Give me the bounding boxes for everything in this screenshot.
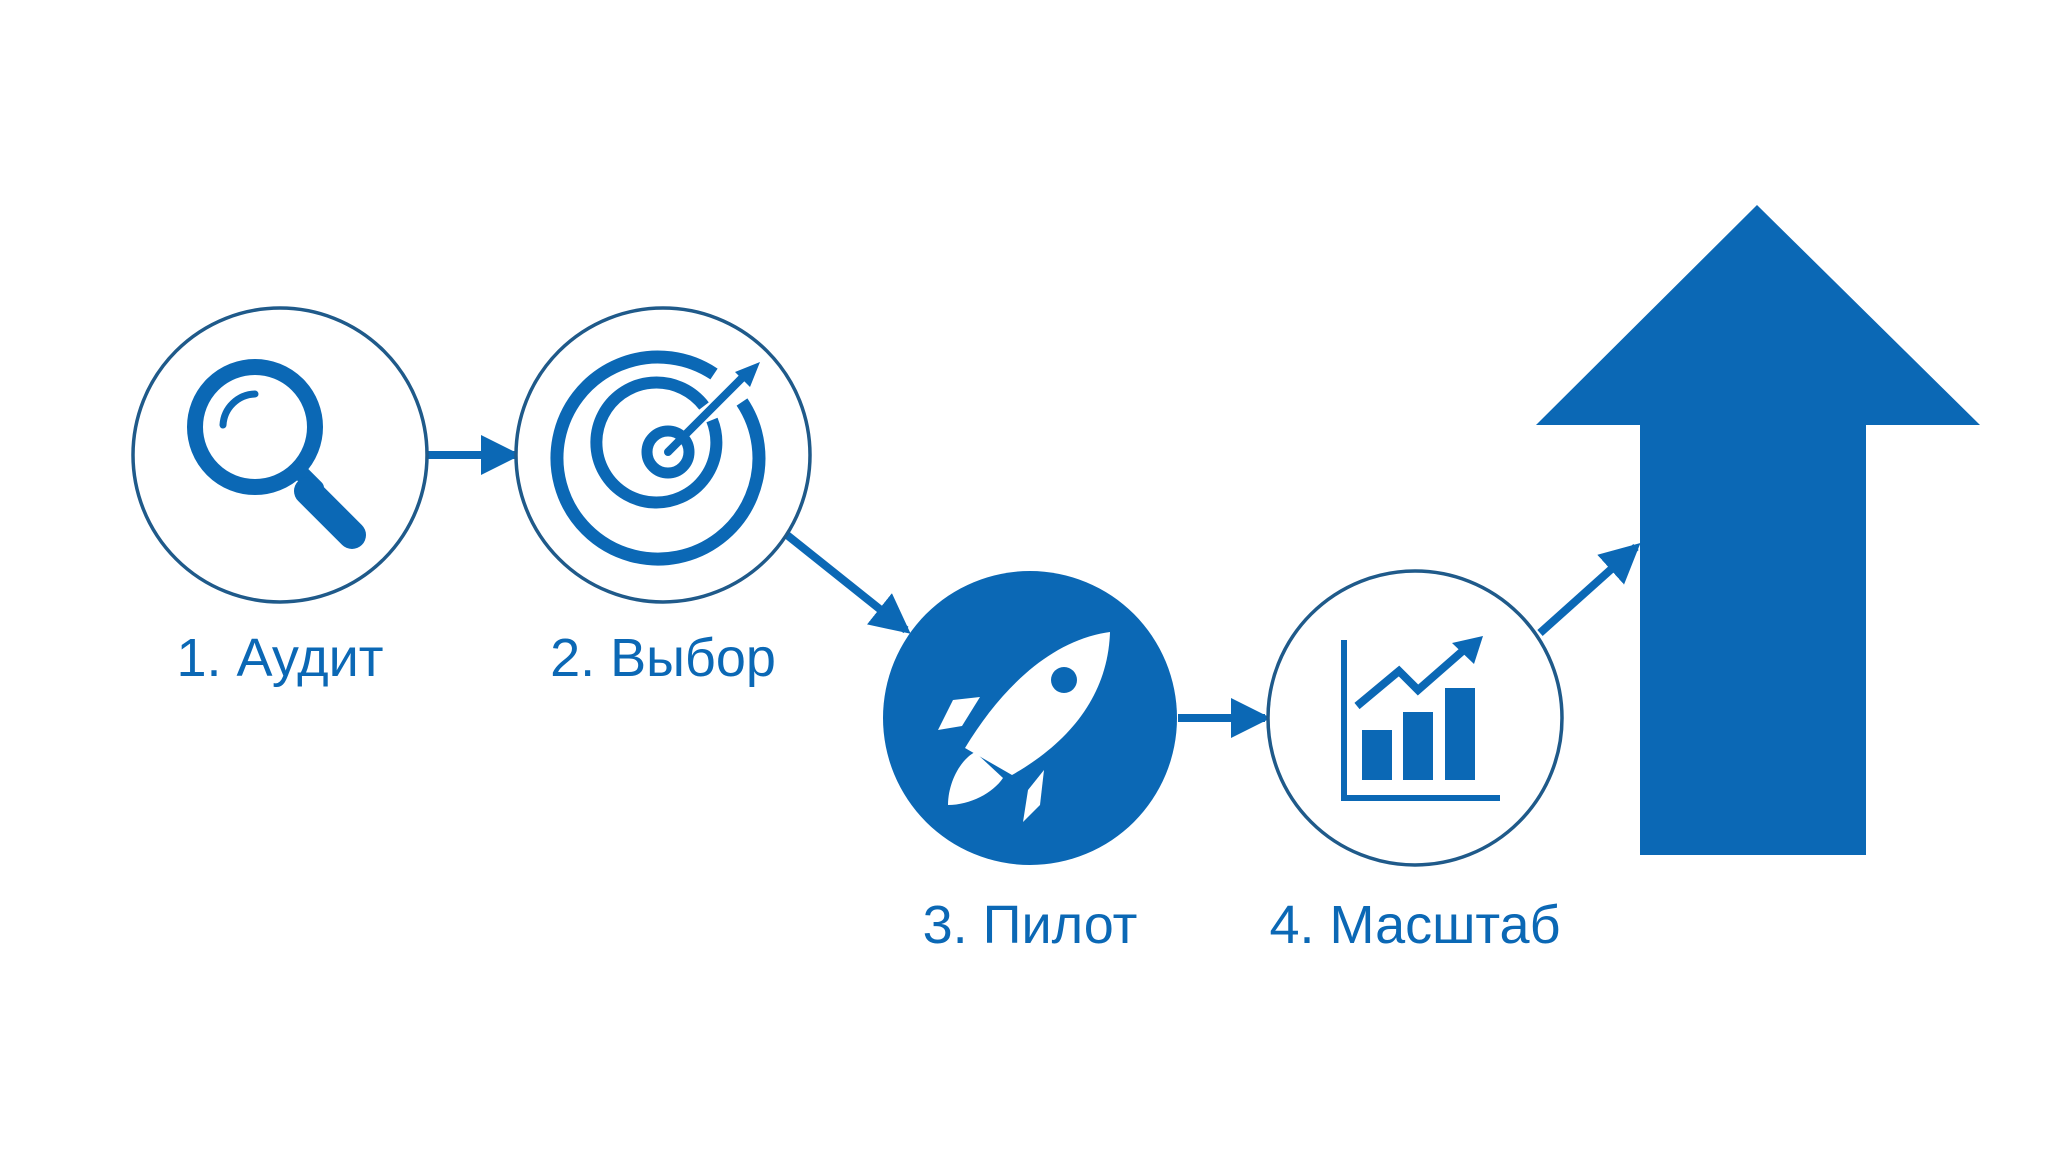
growth-chart-icon	[1341, 636, 1500, 801]
big-up-arrow-icon	[1536, 205, 1980, 855]
step-1-label: 1. Аудит	[176, 628, 383, 688]
step-2-label: 2. Выбор	[550, 628, 776, 688]
connectors	[428, 435, 1641, 738]
target-icon	[550, 350, 766, 566]
step-3: 3. Пилот	[883, 571, 1177, 955]
step-4: 4. Масштаб	[1266, 569, 1564, 955]
step-2: 2. Выбор	[514, 306, 812, 688]
rocket-icon	[938, 632, 1110, 822]
step-1: 1. Аудит	[131, 306, 429, 688]
step-4-label: 4. Масштаб	[1269, 895, 1560, 955]
step-3-label: 3. Пилот	[923, 895, 1138, 955]
step-1-circle	[131, 306, 429, 604]
connector-4-final	[1537, 542, 1641, 636]
connector-2-3	[784, 531, 911, 634]
magnifier-icon	[187, 359, 366, 549]
